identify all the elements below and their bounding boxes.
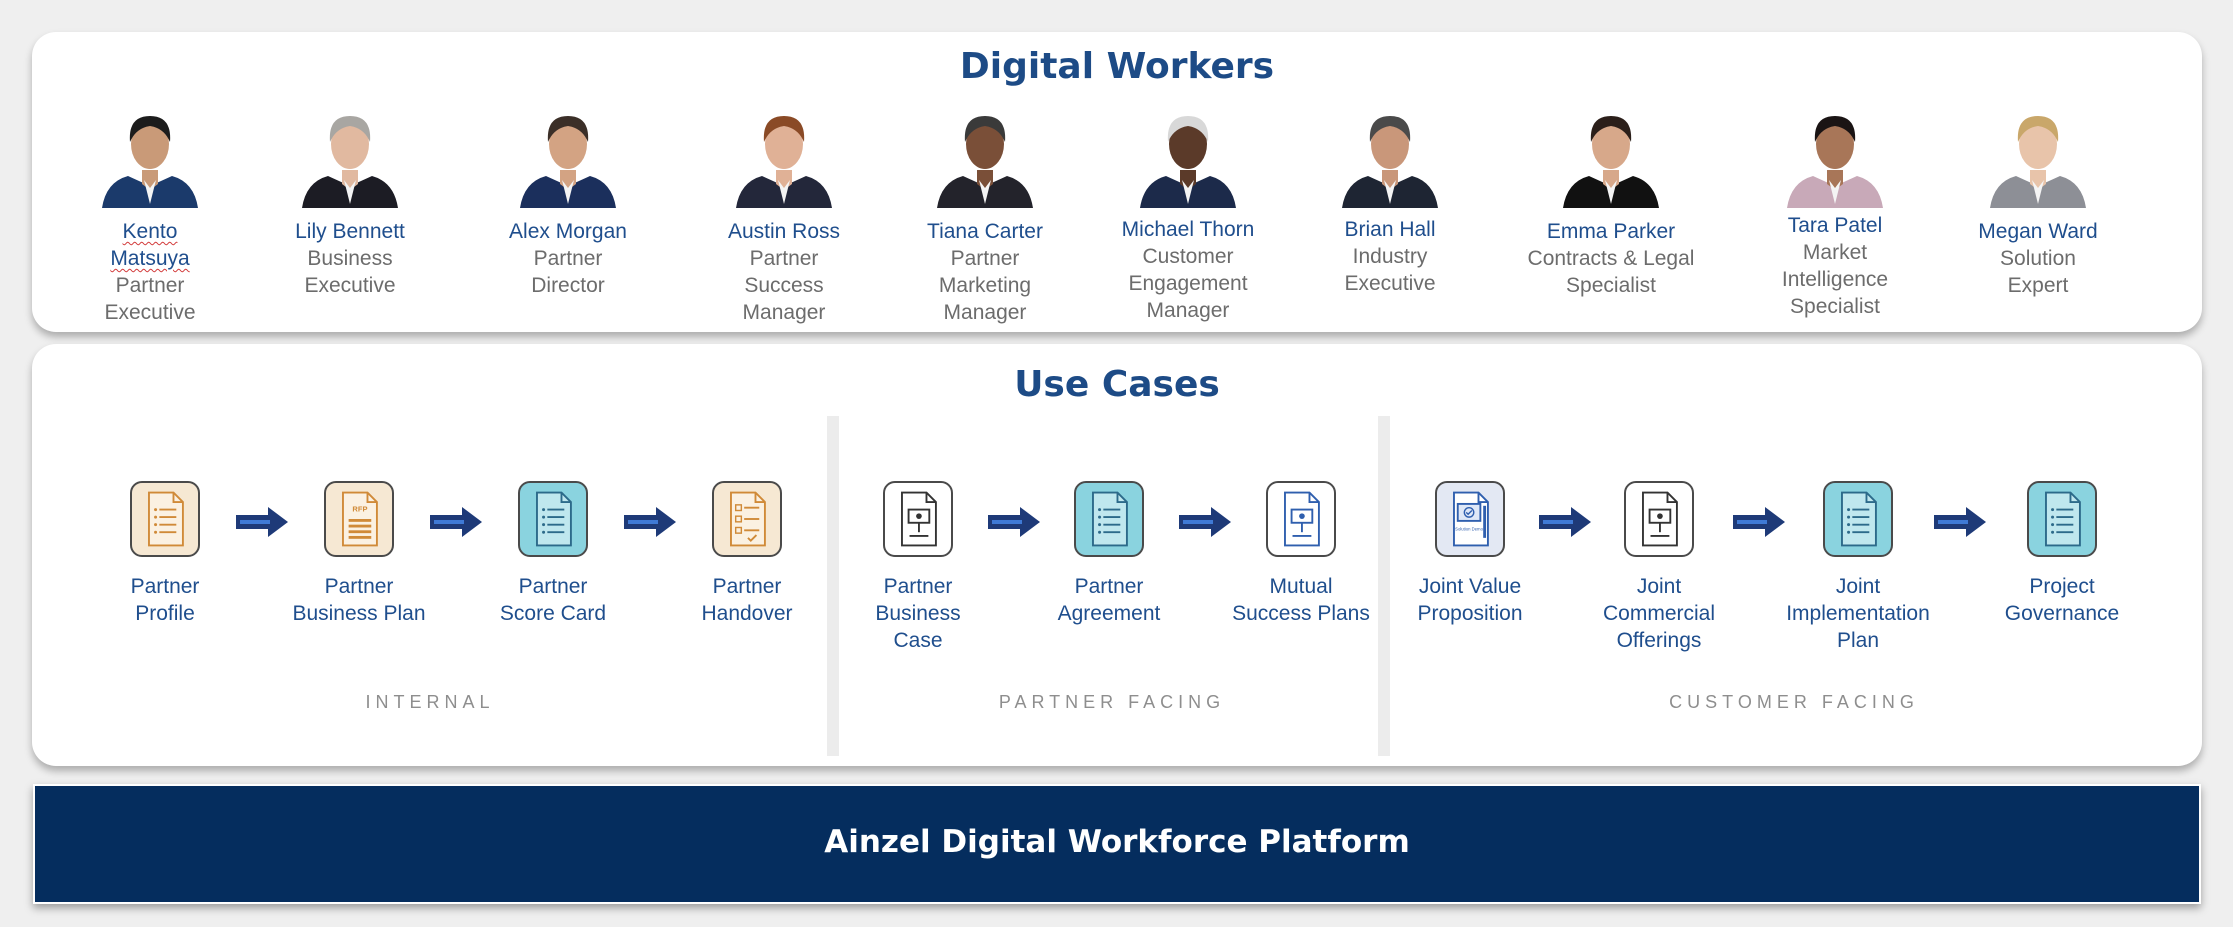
worker-name: Megan Ward [1978,220,2098,243]
flow-arrow-icon [1934,507,1986,537]
document-list-icon [1841,491,1877,547]
use-case-label: Mutual Success Plans [1232,575,1370,625]
use-cases-title: Use Cases [1014,364,1220,405]
use-case-label: Partner Profile [130,575,200,625]
worker-role: Partner Director [531,247,605,297]
rfp-document-icon: RFP [342,491,378,547]
document-list-icon [536,491,572,547]
document-list-icon [148,491,184,547]
flow-arrow-icon [236,507,288,537]
flow-arrow-icon [987,507,1040,537]
svg-text:RFP: RFP [352,504,367,513]
use-case-tile: Solution Demo [1435,481,1505,557]
avatar [302,116,398,208]
use-case-tile [1074,481,1144,557]
use-case-label: Joint Implementation Plan [1786,575,1930,652]
avatar [520,116,616,208]
use-case-label: Partner Handover [701,575,793,625]
flow-arrow-icon [1538,507,1591,537]
use-case-tile [1823,481,1893,557]
worker-role: Solution Expert [2000,247,2076,297]
document-list-icon [1092,491,1128,547]
flow-arrow-icon [1732,507,1785,537]
group-divider [1378,416,1390,756]
use-case-label: Partner Business Plan [292,575,426,625]
use-cases-panel: Use Cases Partner Profile RFP Partner Busi… [32,344,2202,766]
group-label: CUSTOMER FACING [1669,692,1919,712]
use-case-label: Partner Business Case [875,575,961,652]
worker-name: Austin Ross [727,220,841,243]
presentation-document-icon [1284,491,1320,547]
worker-role: Partner Executive [104,274,196,324]
use-case-label: Joint Commercial Offerings [1602,575,1715,652]
solution-demo-icon: Solution Demo [1453,491,1489,547]
worker-name: Alex Morgan [509,220,627,243]
digital-workers-title: Digital Workers [959,46,1275,87]
worker-name: Emma Parker [1546,220,1676,243]
worker-name: Michael Thorn [1121,218,1255,241]
use-case-tile [1624,481,1694,557]
presentation-document-icon [901,491,937,547]
use-case-label: Partner Agreement [1057,575,1161,625]
use-case-label: Partner Score Card [499,575,607,625]
worker-name: Brian Hall [1344,218,1436,241]
use-case-tile [1266,481,1336,557]
worker-role: Industry Executive [1344,245,1436,295]
use-case-tile [883,481,953,557]
use-case-tile [712,481,782,557]
worker-role: Partner Success Manager [742,247,826,324]
worker-role: Market Intelligence Specialist [1781,241,1889,318]
use-case-label: Project Governance [2004,575,2120,625]
worker-role: Partner Marketing Manager [938,247,1032,324]
worker-name: Lily Bennett [295,220,405,243]
worker-role: Contracts & Legal Specialist [1527,247,1695,297]
worker-name: Kento Matsuya [110,220,190,270]
avatar [1563,116,1659,208]
checklist-document-icon [730,491,766,547]
presentation-document-icon [1642,491,1678,547]
avatar [1990,116,2086,208]
group-label: INTERNAL [365,692,495,712]
worker-role: Customer Engagement Manager [1128,245,1248,322]
avatar [736,116,832,208]
worker-name: Tara Patel [1787,214,1883,237]
svg-text:Solution Demo: Solution Demo [1455,526,1483,531]
worker-name: Tiana Carter [927,220,1043,243]
avatar [1342,116,1438,208]
use-case-label: Joint Value Proposition [1417,575,1523,625]
document-list-icon [2045,491,2081,547]
flow-arrow-icon [624,507,676,537]
platform-title: Ainzel Digital Workforce Platform [824,824,1410,860]
group-divider [827,416,839,756]
avatar [937,116,1033,208]
avatar [1787,116,1883,208]
flow-arrow-icon [430,507,482,537]
use-case-tile [518,481,588,557]
flow-arrow-icon [1179,507,1231,537]
use-case-tile [2027,481,2097,557]
avatar [1140,116,1236,208]
worker-role: Business Executive [304,247,396,297]
avatar [102,116,198,208]
use-case-tile: RFP [324,481,394,557]
group-label: PARTNER FACING [998,692,1226,712]
use-case-tile [130,481,200,557]
platform-bar: Ainzel Digital Workforce Platform [33,784,2201,904]
